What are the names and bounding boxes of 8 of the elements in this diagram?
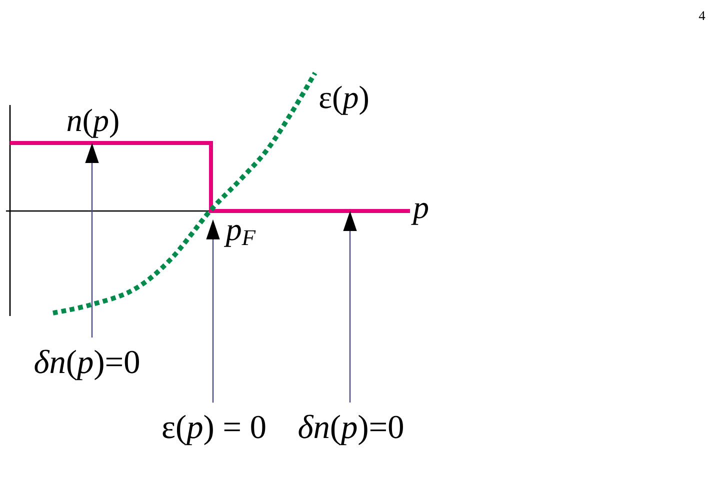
curve-label: n(p) (68, 108, 118, 138)
condition-label: δn(p)=0 (298, 414, 403, 446)
page-number: 4 (698, 11, 706, 20)
point-label: p$_{F}$ (224, 224, 256, 247)
curve-label: ε(p) (320, 86, 368, 115)
condition-label: δn(p)=0 (34, 350, 139, 380)
condition-label: ε(p) = 0 (162, 414, 266, 446)
axis-label: p (411, 202, 428, 225)
